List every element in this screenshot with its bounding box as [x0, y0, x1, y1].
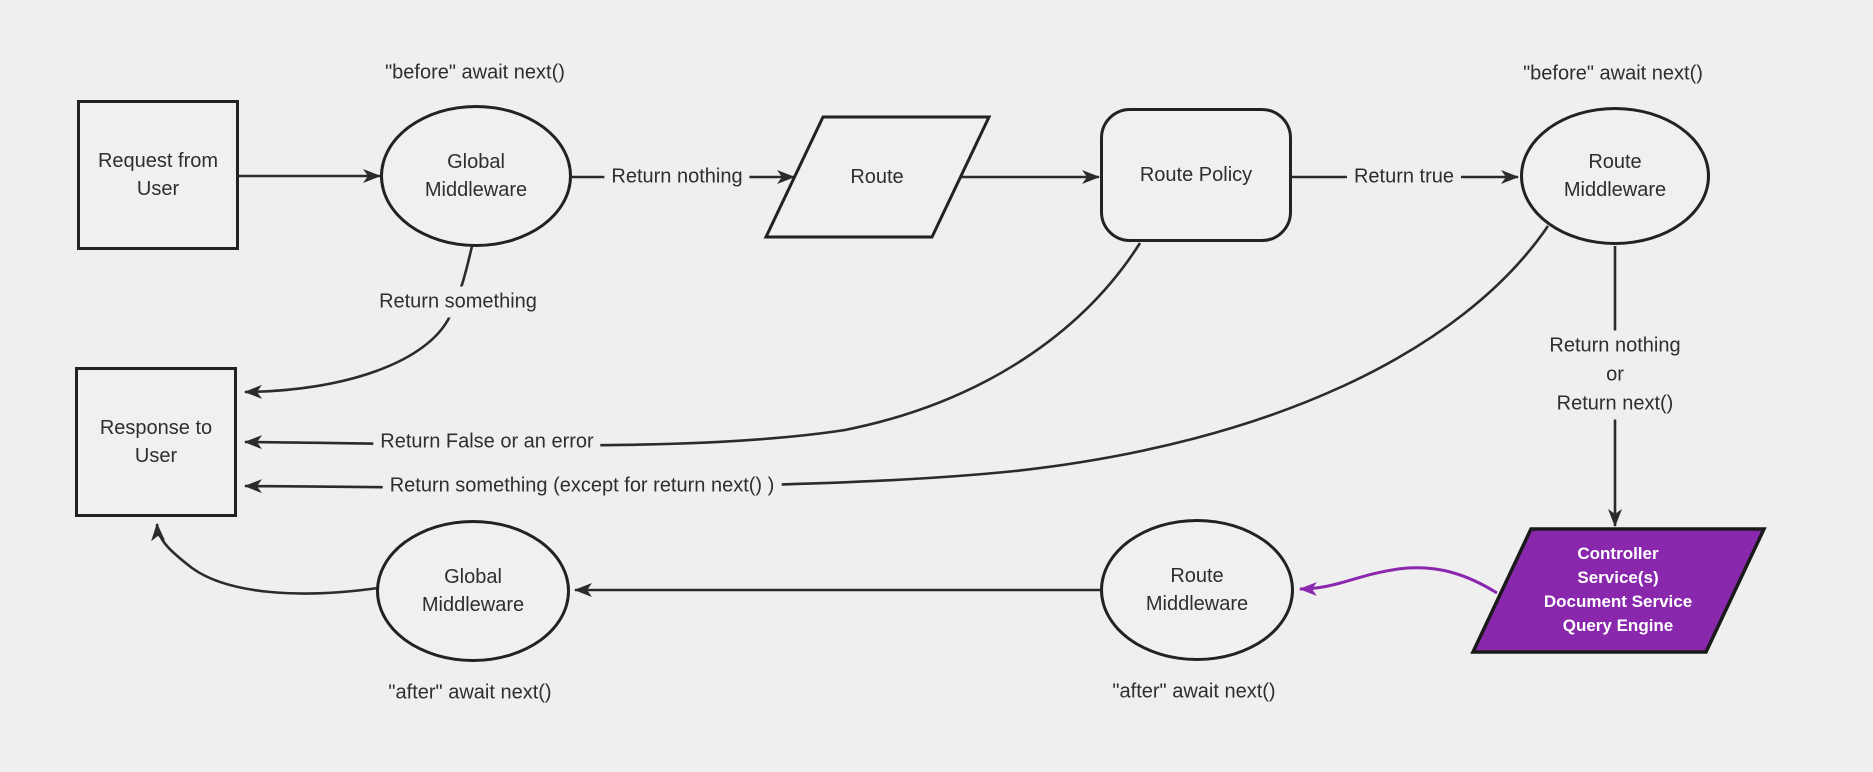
return-nothing-or-line-3: Return next() [1556, 392, 1674, 415]
route-node-shape [763, 115, 992, 239]
response-to-user-node: Response to User [75, 367, 237, 517]
route-middleware-top-node: Route Middleware [1520, 107, 1710, 245]
annotation-before-route-middleware: "before" await next() [1523, 62, 1703, 85]
global-middleware-bottom-label: Global Middleware [421, 566, 525, 616]
annotation-after-route-middleware: "after" await next() [1112, 680, 1276, 703]
edge-label-return-something: Return something [372, 286, 544, 318]
route-policy-label: Route Policy [1139, 164, 1253, 186]
annotation-before-global-middleware: "before" await next() [385, 61, 565, 84]
edge-global-middleware-bottom-to-response [151, 523, 379, 595]
edge-label-return-something-except: Return something (except for return next… [382, 470, 782, 502]
request-from-user-node: Request from User [77, 100, 239, 250]
global-middleware-top-label: Global Middleware [424, 151, 528, 201]
global-middleware-bottom-node: Global Middleware [376, 520, 570, 662]
edge-label-return-nothing: Return nothing [604, 161, 750, 193]
edge-global-middleware-return-something-to-response [244, 245, 474, 399]
controller-label-line-3: Document Service [1543, 592, 1693, 611]
controller-node-shape [1470, 527, 1767, 654]
route-middleware-bottom-label: Route Middleware [1145, 565, 1249, 615]
route-middleware-bottom-node: Route Middleware [1100, 519, 1294, 661]
edge-label-return-false-or-error: Return False or an error [373, 426, 601, 458]
route-label: Route [850, 166, 904, 188]
controller-label-line-2: Service(s) [1577, 568, 1659, 587]
return-nothing-or-line-1: Return nothing [1549, 334, 1681, 357]
request-from-user-label: Request from User [97, 150, 219, 200]
edge-label-return-nothing-or-next: Return nothing or Return next() [1542, 330, 1688, 420]
controller-label-line-1: Controller [1577, 544, 1659, 563]
edge-route-policy-return-false-to-response [244, 242, 1142, 450]
edge-controller-to-route-middleware-bottom [1299, 566, 1498, 596]
global-middleware-top-node: Global Middleware [380, 105, 572, 247]
controller-label-line-4: Query Engine [1562, 616, 1674, 635]
route-middleware-top-label: Route Middleware [1563, 151, 1667, 201]
return-nothing-or-line-2: or [1606, 363, 1624, 386]
controller-services-label: Controller Service(s) Document Service Q… [1544, 542, 1692, 638]
response-to-user-label: Response to User [99, 417, 213, 467]
route-policy-node: Route Policy [1100, 108, 1292, 242]
annotation-after-global-middleware: "after" await next() [388, 681, 552, 704]
edge-label-return-true: Return true [1346, 161, 1462, 193]
